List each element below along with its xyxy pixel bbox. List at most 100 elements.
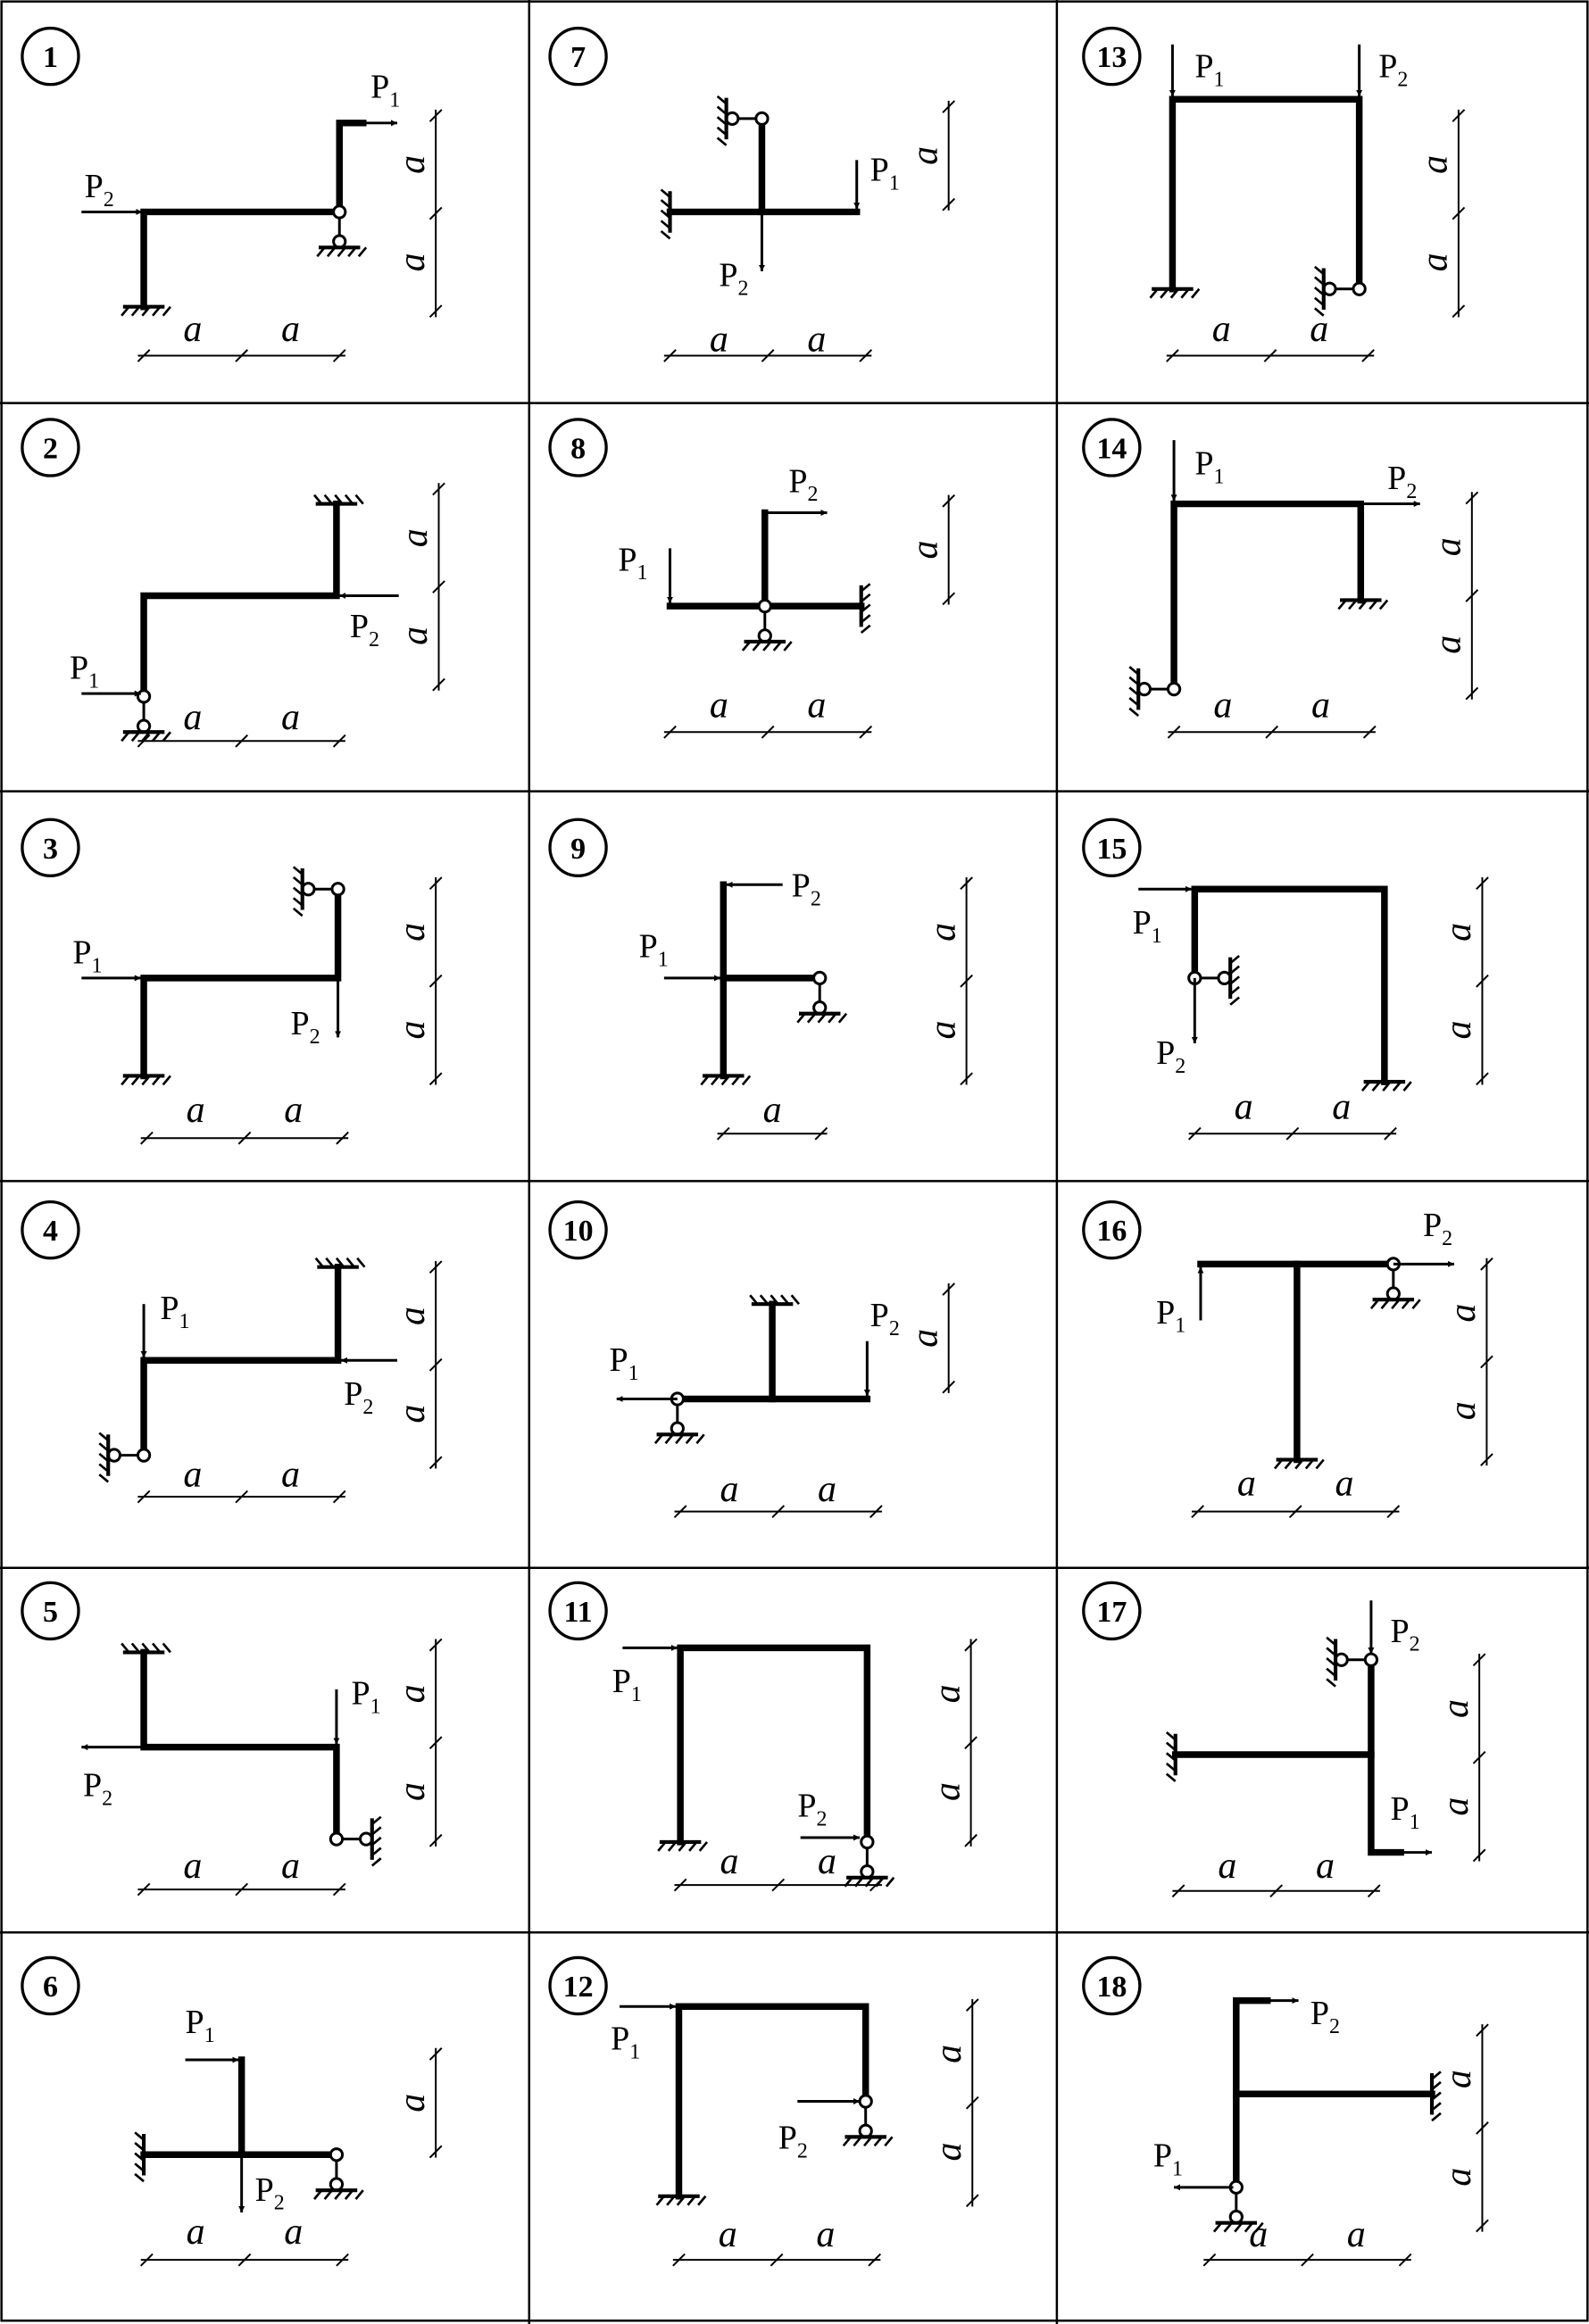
- frame-member: [140, 500, 340, 701]
- dimension-label: a: [1335, 1463, 1354, 1504]
- pinned-support: [716, 95, 770, 146]
- fixed-support: [1128, 666, 1141, 718]
- diagram-number-badge: 15: [1082, 818, 1142, 877]
- force-letter: P: [1387, 460, 1406, 497]
- dimension-label: a: [1237, 1463, 1256, 1504]
- number-circle: [1082, 26, 1142, 87]
- diagram-number: 3: [43, 833, 58, 866]
- dimension-label: a: [183, 1846, 202, 1887]
- fixed-support: [1228, 954, 1240, 1006]
- diagram-number-badge: 14: [1082, 418, 1142, 477]
- vertical-dimension: aa: [1438, 876, 1489, 1086]
- force-label-p2: P2: [792, 867, 821, 911]
- force-subscript: 2: [310, 1025, 320, 1049]
- fixed-support: [749, 1294, 801, 1307]
- vertical-dimension: aa: [392, 1260, 443, 1470]
- diagram-number: 2: [43, 432, 58, 465]
- pinned-support: [1128, 666, 1182, 718]
- fixed-support: [660, 188, 672, 240]
- force-letter: P: [1391, 1790, 1410, 1828]
- number-circle: [1082, 818, 1142, 877]
- diagram-number: 11: [564, 1596, 593, 1629]
- force-subscript: 1: [631, 1683, 642, 1706]
- pin-joint: [860, 1834, 875, 1850]
- dimension-label: a: [281, 1454, 300, 1495]
- force-subscript: 1: [88, 669, 99, 693]
- force-label-p2: P2: [1423, 1207, 1452, 1250]
- force-label-p1: P1: [1194, 444, 1224, 488]
- force-letter: P: [72, 934, 91, 971]
- force-label-p2: P2: [1310, 1995, 1340, 2038]
- force-subscript: 2: [1397, 68, 1408, 91]
- vertical-dimension: aa: [1428, 491, 1479, 701]
- force-label-p2: P2: [870, 1297, 900, 1340]
- frame-member: [140, 1648, 340, 1843]
- force-label-p2: P2: [797, 1788, 827, 1831]
- dimension-label: a: [281, 1846, 300, 1887]
- frame-member: [1169, 95, 1363, 293]
- dimension-label: a: [1428, 537, 1469, 556]
- force-label-p2: P2: [1378, 47, 1408, 91]
- dimension-label: a: [392, 1405, 433, 1423]
- frame-member: [140, 1263, 342, 1459]
- force-label-p2: P2: [290, 1005, 320, 1049]
- diagram-number-badge: 6: [21, 1955, 80, 2016]
- force-subscript: 1: [204, 2024, 215, 2047]
- force-subscript: 1: [637, 561, 648, 585]
- dimension-label: a: [1311, 685, 1330, 726]
- frame-member: [677, 1644, 871, 1846]
- force-label-p1: P1: [1156, 1294, 1186, 1338]
- dimension-label: a: [395, 528, 436, 547]
- force-letter: P: [792, 867, 811, 905]
- pin-joint: [858, 2094, 873, 2109]
- dimension-label: a: [922, 1021, 963, 1040]
- dimension-label: a: [904, 1329, 945, 1348]
- pin-joint: [1352, 281, 1367, 296]
- dimension-label: a: [281, 697, 300, 738]
- force-subscript: 1: [1152, 925, 1162, 948]
- dimension-label: a: [392, 1782, 433, 1801]
- frame-member: [140, 885, 342, 1080]
- number-circle: [21, 418, 80, 477]
- force-subscript: 1: [370, 1695, 381, 1718]
- pinned-support: [741, 598, 793, 652]
- dimension-label: a: [816, 2214, 835, 2255]
- number-circle: [548, 26, 608, 87]
- pinned-support: [98, 1432, 152, 1483]
- dimension-label: a: [281, 309, 300, 350]
- force-letter: P: [1153, 2137, 1172, 2175]
- fixed-support: [121, 1642, 171, 1655]
- dimension-label: a: [710, 685, 728, 726]
- diagram-number-badge: 17: [1082, 1581, 1142, 1641]
- force-subscript: 1: [389, 89, 400, 112]
- vertical-dimension: aa: [395, 482, 445, 692]
- fixed-support: [796, 1011, 848, 1024]
- dimension-label: a: [392, 1021, 433, 1040]
- force-label-p1: P1: [72, 934, 102, 977]
- fixed-support: [1429, 2071, 1442, 2122]
- force-letter: P: [160, 1290, 179, 1327]
- force-letter: P: [1194, 47, 1213, 85]
- number-circle: [548, 1955, 608, 2016]
- dimension-label: a: [392, 253, 433, 271]
- force-letter: P: [1391, 1613, 1410, 1650]
- diagram-number-badge: 13: [1082, 26, 1142, 87]
- vertical-dimension: aa: [392, 876, 443, 1086]
- dimension-label: a: [904, 541, 945, 560]
- diagram-number: 1: [43, 41, 58, 74]
- fixed-support: [121, 304, 171, 317]
- force-label-p1: P1: [352, 1675, 381, 1719]
- pin-joint: [332, 204, 347, 220]
- dimension-label: a: [1212, 309, 1231, 350]
